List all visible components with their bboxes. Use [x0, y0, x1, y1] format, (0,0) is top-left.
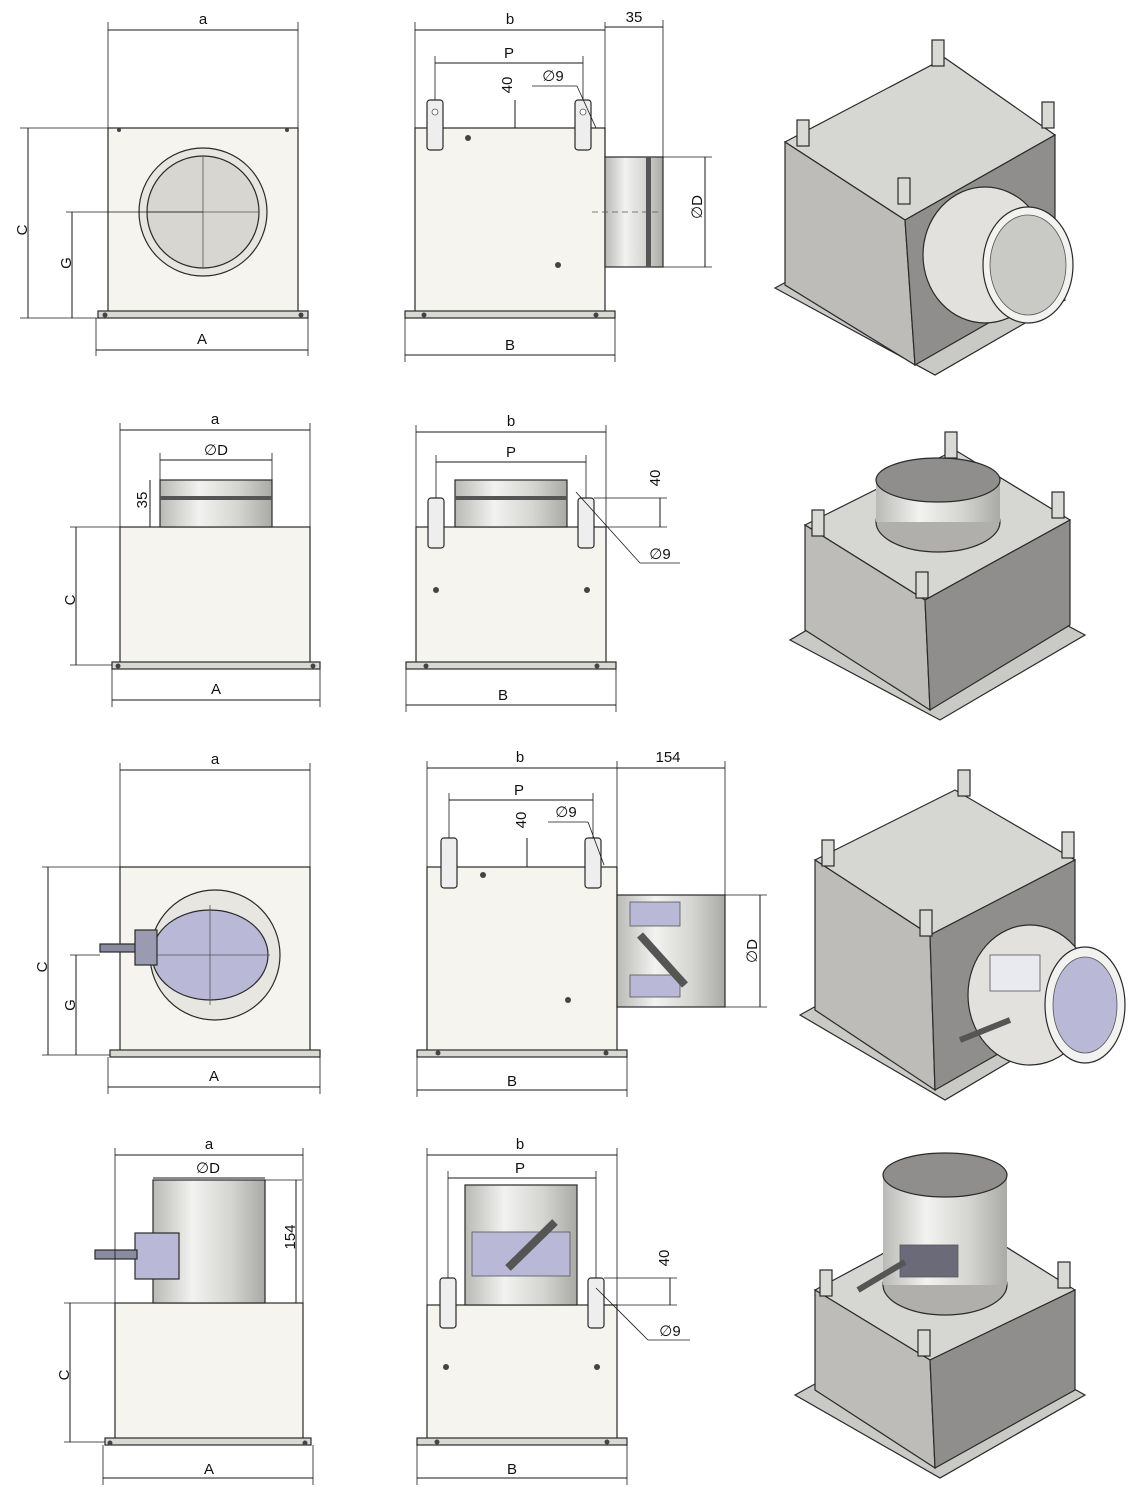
- dim-label-B: B: [505, 337, 515, 354]
- dim-label-P: P: [506, 444, 516, 461]
- dim-label-D: ∅D: [204, 442, 228, 459]
- damper-housing: [134, 1232, 180, 1280]
- dim-label-A: A: [211, 681, 221, 698]
- row2-side-view: b P 40 ∅9 B: [405, 413, 680, 712]
- dim-label-C: C: [56, 1369, 73, 1380]
- box-body: [426, 866, 618, 1054]
- box-body: [119, 526, 311, 666]
- base-flange: [111, 661, 321, 670]
- damper-handle: [94, 1249, 138, 1260]
- dim-label-a: a: [199, 11, 208, 28]
- dim-label-hole: ∅9: [555, 804, 576, 821]
- dim-label-B: B: [498, 687, 508, 704]
- base-flange: [405, 661, 617, 670]
- row1-side-view: b 35 P 40 ∅9 ∅D B: [404, 9, 712, 362]
- dim-label-P: P: [515, 1160, 525, 1177]
- row-1-side-outlet: a A C G: [14, 9, 1074, 376]
- row4-side-view: b P 40 ∅9 B: [416, 1136, 690, 1485]
- dim-label-P: P: [514, 782, 524, 799]
- damper-lever: [637, 932, 688, 988]
- dim-label-hole: ∅9: [649, 546, 670, 563]
- box-body: [114, 1302, 304, 1441]
- dim-label-35: 35: [134, 492, 151, 509]
- dim-label-G: G: [62, 999, 79, 1011]
- iso-right-face: [924, 518, 1071, 712]
- dim-label-b: b: [516, 749, 524, 766]
- dim-label-b: b: [507, 413, 515, 430]
- base-flange: [404, 310, 616, 319]
- outlet-pipe: [152, 1179, 266, 1304]
- dim-label-a: a: [205, 1136, 214, 1153]
- dim-label-C: C: [62, 594, 79, 605]
- row-2-top-outlet: a ∅D 35 C A b P: [62, 411, 1087, 721]
- dim-label-154: 154: [655, 749, 680, 766]
- mount-bracket-left: [426, 99, 444, 151]
- dim-label-A: A: [204, 1461, 214, 1478]
- row3-isometric-view: [798, 769, 1126, 1101]
- dim-label-A: A: [209, 1068, 219, 1085]
- dim-label-D: ∅D: [744, 939, 761, 963]
- row2-front-view: a ∅D 35 C A: [62, 411, 321, 707]
- dim-label-A: A: [197, 331, 207, 348]
- dim-label-hole: ∅9: [659, 1323, 680, 1340]
- dim-label-40: 40: [656, 1250, 673, 1267]
- damper-handle: [99, 943, 141, 953]
- outlet-pipe: [454, 479, 568, 528]
- box-body: [414, 127, 606, 314]
- dim-label-B: B: [507, 1461, 517, 1478]
- box-body: [415, 526, 607, 666]
- box-body: [426, 1304, 618, 1443]
- base-flange: [97, 310, 309, 319]
- dim-label-C: C: [34, 961, 51, 972]
- dim-label-a: a: [211, 411, 220, 428]
- mount-bracket-right: [577, 497, 595, 549]
- dim-label-154: 154: [282, 1224, 299, 1249]
- dim-label-D: ∅D: [196, 1160, 220, 1177]
- row3-side-view: b 154 P 40 ∅9 ∅D B: [416, 749, 767, 1097]
- dim-label-b: b: [506, 11, 514, 28]
- row4-front-view: a ∅D 154 C A: [56, 1136, 314, 1485]
- mount-bracket-left: [427, 497, 445, 549]
- iso-right-face: [929, 1289, 1076, 1469]
- base-flange: [104, 1437, 312, 1446]
- damper-plate: [629, 901, 681, 927]
- dim-label-40: 40: [499, 77, 516, 94]
- base-flange: [109, 1049, 321, 1058]
- dim-label-D: ∅D: [689, 195, 706, 219]
- iso-damper-lever: [958, 1017, 1012, 1043]
- row-3-side-outlet-damper: a C G A b 154: [34, 749, 1126, 1101]
- row1-front-view: a A C G: [14, 11, 309, 356]
- dim-label-P: P: [504, 45, 514, 62]
- mount-bracket-right: [587, 1277, 605, 1329]
- outlet-pipe: [159, 479, 273, 528]
- pipe-band: [646, 157, 651, 267]
- mount-bracket-left: [439, 1277, 457, 1329]
- row-4-top-outlet-damper: a ∅D 154 C A b: [56, 1136, 1087, 1485]
- dim-label-a: a: [211, 751, 220, 768]
- iso-damper-disc: [1052, 956, 1118, 1054]
- row3-front-view: a C G A: [34, 751, 321, 1094]
- iso-damper-housing: [899, 1244, 959, 1278]
- mount-bracket-right: [584, 837, 602, 889]
- base-flange: [416, 1049, 628, 1058]
- dim-label-40: 40: [647, 470, 664, 487]
- mount-bracket-left: [440, 837, 458, 889]
- dim-label-40: 40: [513, 812, 530, 829]
- base-flange: [416, 1437, 628, 1446]
- row1-isometric-view: [773, 39, 1074, 376]
- row4-isometric-view: [793, 1152, 1087, 1479]
- row2-isometric-view: [788, 431, 1087, 721]
- mount-bracket-right: [574, 99, 592, 151]
- iso-damper-lever: [856, 1259, 907, 1293]
- dim-label-35: 35: [626, 9, 643, 26]
- dim-label-hole: ∅9: [542, 68, 563, 85]
- dim-label-B: B: [507, 1073, 517, 1090]
- damper-lever: [505, 1219, 558, 1271]
- dim-label-C: C: [14, 224, 31, 235]
- dim-label-b: b: [516, 1136, 524, 1153]
- dim-label-G: G: [58, 257, 75, 269]
